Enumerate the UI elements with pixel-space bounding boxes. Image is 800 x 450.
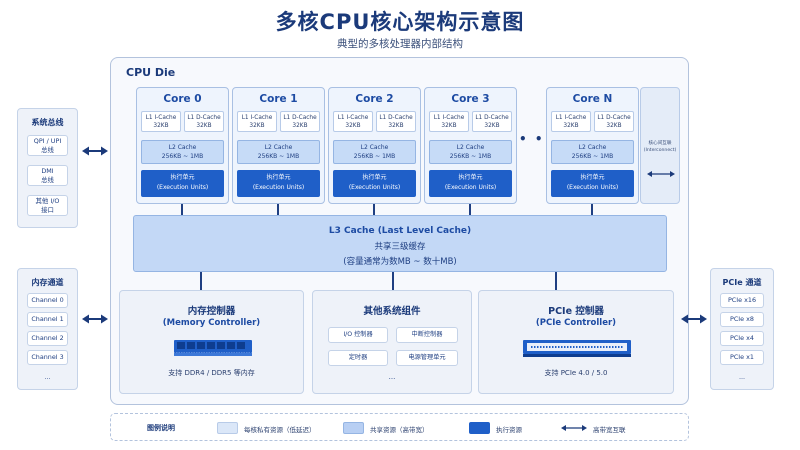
pcie-support-note: 支持 PCIe 4.0 / 5.0 <box>544 369 608 377</box>
legend-private-swatch <box>217 422 238 434</box>
legend-private-label: 每核私有资源（低延迟） <box>244 426 316 434</box>
execution-units: 执行单元(Execution Units) <box>141 170 224 197</box>
l3-memctrl-connector <box>200 272 202 290</box>
execution-units: 执行单元(Execution Units) <box>429 170 512 197</box>
core-l3-connector <box>591 204 593 215</box>
diagram-subtitle: 典型的多核处理器内部结构 <box>337 38 463 50</box>
memctrl-title: 内存控制器 <box>187 306 236 317</box>
core-title: Core 2 <box>355 93 394 105</box>
legend-double-arrow-icon <box>561 425 587 431</box>
memory-channels-panel: 内存通道 Channel 0 Channel 1 Channel 2 Chann… <box>17 268 78 390</box>
pcie-x1: PCIe x1 <box>720 350 764 365</box>
pcie-x4: PCIe x4 <box>720 331 764 346</box>
pcie-x8: PCIe x8 <box>720 312 764 327</box>
core-title: Core 0 <box>163 93 202 105</box>
core-title: Core 1 <box>259 93 298 105</box>
timer: 定时器 <box>328 350 388 366</box>
memory-channel-2: Channel 2 <box>27 331 68 346</box>
core-title: Core N <box>572 93 613 105</box>
interconnect-label: 核心间互联(Interconnect) <box>643 141 677 153</box>
memory-channel-0: Channel 0 <box>27 293 68 308</box>
execution-units: 执行单元(Execution Units) <box>551 170 634 197</box>
interrupt-controller: 中断控制器 <box>396 327 458 343</box>
core-title: Core 3 <box>451 93 490 105</box>
io-controller: I/O 控制器 <box>328 327 388 343</box>
memory-channels-more: ... <box>44 373 51 381</box>
pcie-controller-panel: PCIe 控制器 (PCIe Controller) 支持 PCIe 4.0 /… <box>478 290 674 394</box>
core-interconnect: 核心间互联(Interconnect) <box>640 87 680 204</box>
l3-components-connector <box>392 272 394 290</box>
cpu-die-label: CPU Die <box>126 66 176 79</box>
pcie-channel-link-icon <box>681 314 707 324</box>
l3-cache: L3 Cache (Last Level Cache) 共享三级缓存 (容量通常… <box>133 215 667 272</box>
pcie-channels-more: ... <box>738 373 746 381</box>
components-title: 其他系统组件 <box>363 306 421 317</box>
core-l3-connector <box>469 204 471 215</box>
memory-channels-title: 内存通道 <box>31 278 64 287</box>
l3-note: (容量通常为数MB ~ 数十MB) <box>343 257 457 267</box>
legend: 图例说明 每核私有资源（低延迟） 共享资源（高带宽） 执行资源 高带宽互联 <box>110 413 689 441</box>
pcie-ctrl-subtitle: (PCIe Controller) <box>535 318 617 328</box>
pcie-channels-title: PCIe 通道 <box>722 278 762 287</box>
diagram-title: 多核CPU核心架构示意图 <box>275 10 525 34</box>
legend-shared-swatch <box>343 422 364 434</box>
pcie-ctrl-title: PCIe 控制器 <box>548 306 604 317</box>
system-bus-title: 系统总线 <box>31 118 64 127</box>
power-management-unit: 电源管理单元 <box>396 350 458 366</box>
legend-title: 图例说明 <box>147 424 175 432</box>
memory-controller-panel: 内存控制器 (Memory Controller) 支持 DDR4 / DDR5… <box>119 290 304 394</box>
memory-channel-link-icon <box>82 314 108 324</box>
core-l3-connector <box>277 204 279 215</box>
execution-units: 执行单元(Execution Units) <box>333 170 416 197</box>
memctrl-support-note: 支持 DDR4 / DDR5 等内存 <box>168 369 255 377</box>
pcie-channels-panel: PCIe 通道 PCIe x16 PCIe x8 PCIe x4 PCIe x1… <box>710 268 774 390</box>
legend-execution-swatch <box>469 422 490 434</box>
execution-units: 执行单元(Execution Units) <box>237 170 320 197</box>
l3-pcie-connector <box>555 272 557 290</box>
system-components-panel: 其他系统组件 I/O 控制器 中断控制器 定时器 电源管理单元 ... <box>312 290 472 394</box>
core-l3-connector <box>181 204 183 215</box>
legend-execution-label: 执行资源 <box>496 426 522 434</box>
l3-title: L3 Cache (Last Level Cache) <box>328 226 472 236</box>
core-l3-connector <box>373 204 375 215</box>
pcie-x16: PCIe x16 <box>720 293 764 308</box>
legend-shared-label: 共享资源（高带宽） <box>370 426 429 434</box>
memory-module-icon <box>174 340 252 356</box>
components-more: ... <box>388 373 396 381</box>
legend-interconnect-label: 高带宽互联 <box>593 426 626 434</box>
l3-subtitle: 共享三级缓存 <box>374 242 426 252</box>
pcie-slot-icon <box>523 340 631 357</box>
memory-channel-3: Channel 3 <box>27 350 68 365</box>
interconnect-arrow-icon <box>647 171 675 177</box>
memory-channel-1: Channel 1 <box>27 312 68 327</box>
memctrl-subtitle: (Memory Controller) <box>162 318 261 328</box>
system-bus-link-icon <box>82 146 108 156</box>
